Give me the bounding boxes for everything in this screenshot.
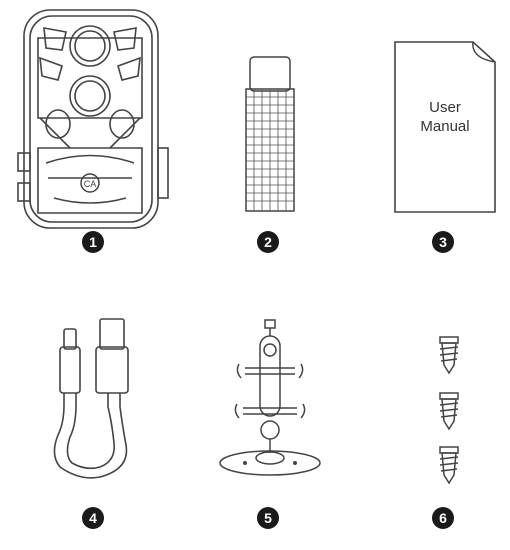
- item-number-6: 6: [432, 507, 454, 529]
- usb-cable-icon: [53, 318, 129, 479]
- item-number-4: 4: [82, 507, 104, 529]
- manual-line1: User: [429, 99, 461, 116]
- item-number-2: 2: [257, 231, 279, 253]
- trail-camera-icon: CA: [17, 9, 169, 229]
- mount-bracket-icon: [219, 319, 321, 476]
- camera-logo: [80, 173, 100, 193]
- user-manual-icon: [394, 41, 496, 213]
- strap-icon: [245, 56, 295, 212]
- item-number-3: 3: [432, 231, 454, 253]
- camera-logo-text: CA: [84, 179, 97, 189]
- screws-icon: [439, 336, 459, 485]
- item-number-1: 1: [82, 231, 104, 253]
- manual-line2: Manual: [420, 118, 470, 135]
- manual-text: User Manual: [405, 98, 485, 136]
- item-number-5: 5: [257, 507, 279, 529]
